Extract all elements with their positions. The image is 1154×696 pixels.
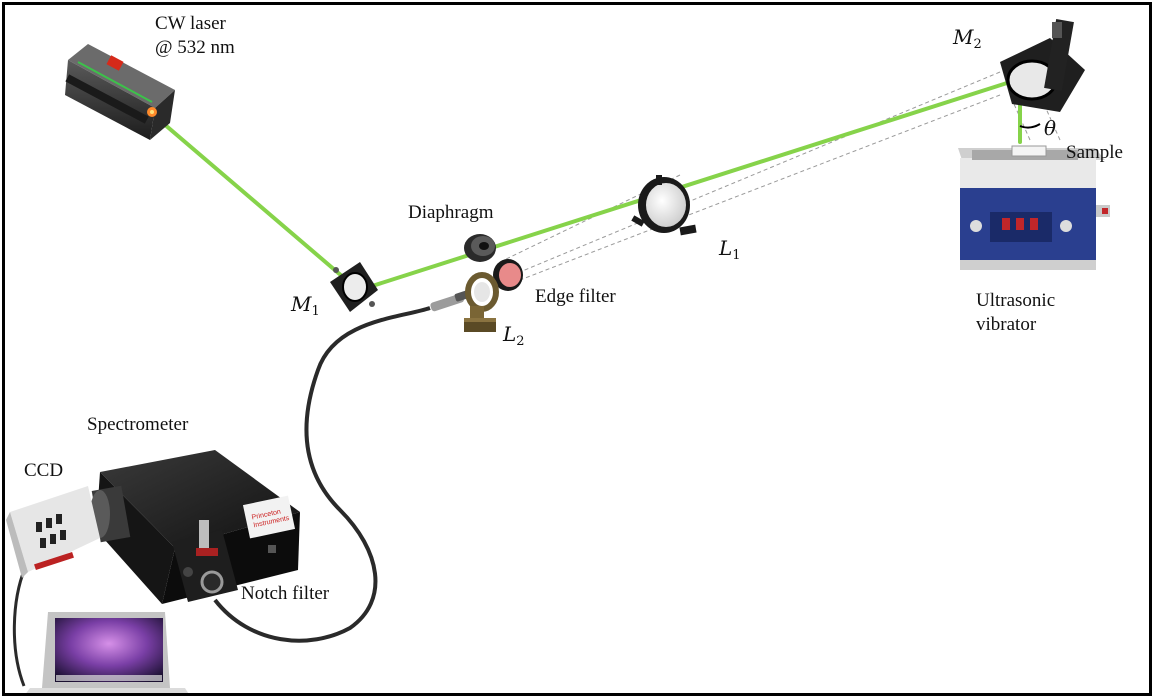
- laser-source-icon: [65, 44, 175, 140]
- lens-mount-icon: [631, 175, 697, 236]
- filter-disc-icon: [493, 259, 523, 291]
- spectrometer-label: Spectrometer: [87, 414, 189, 435]
- sample-label: Sample: [1066, 142, 1123, 163]
- l1-symbol: L1: [719, 236, 741, 263]
- optical-fiber: [213, 306, 431, 643]
- m1-symbol: M1: [291, 292, 320, 319]
- laptop-cable: [12, 567, 27, 687]
- edge-filter-label: Edge filter: [535, 286, 616, 307]
- mirror-mount-icon: [330, 262, 378, 312]
- ccd-camera-icon: [6, 485, 131, 578]
- l2-symbol: L2: [503, 322, 525, 349]
- notch-filter-label: Notch filter: [241, 583, 330, 604]
- ccd-label: CCD: [24, 460, 64, 481]
- ultrasonic-bath-icon: [958, 145, 1110, 270]
- ultrasonic-label-line2: vibrator: [976, 314, 1037, 335]
- laser-label-line2: @ 532 nm: [155, 37, 235, 58]
- m2-symbol: M2: [953, 25, 982, 52]
- lens-mount-icon: [464, 272, 499, 332]
- iris-diaphragm-icon: [464, 234, 496, 262]
- laser-label-line1: CW laser: [155, 13, 226, 34]
- theta-symbol: θ: [1044, 116, 1057, 140]
- angle-arc: [1019, 123, 1041, 129]
- laptop-icon: [24, 612, 190, 696]
- diaphragm-label: Diaphragm: [408, 202, 494, 223]
- ultrasonic-label-line1: Ultrasonic: [976, 290, 1056, 311]
- mirror-mount-icon: [1000, 18, 1085, 112]
